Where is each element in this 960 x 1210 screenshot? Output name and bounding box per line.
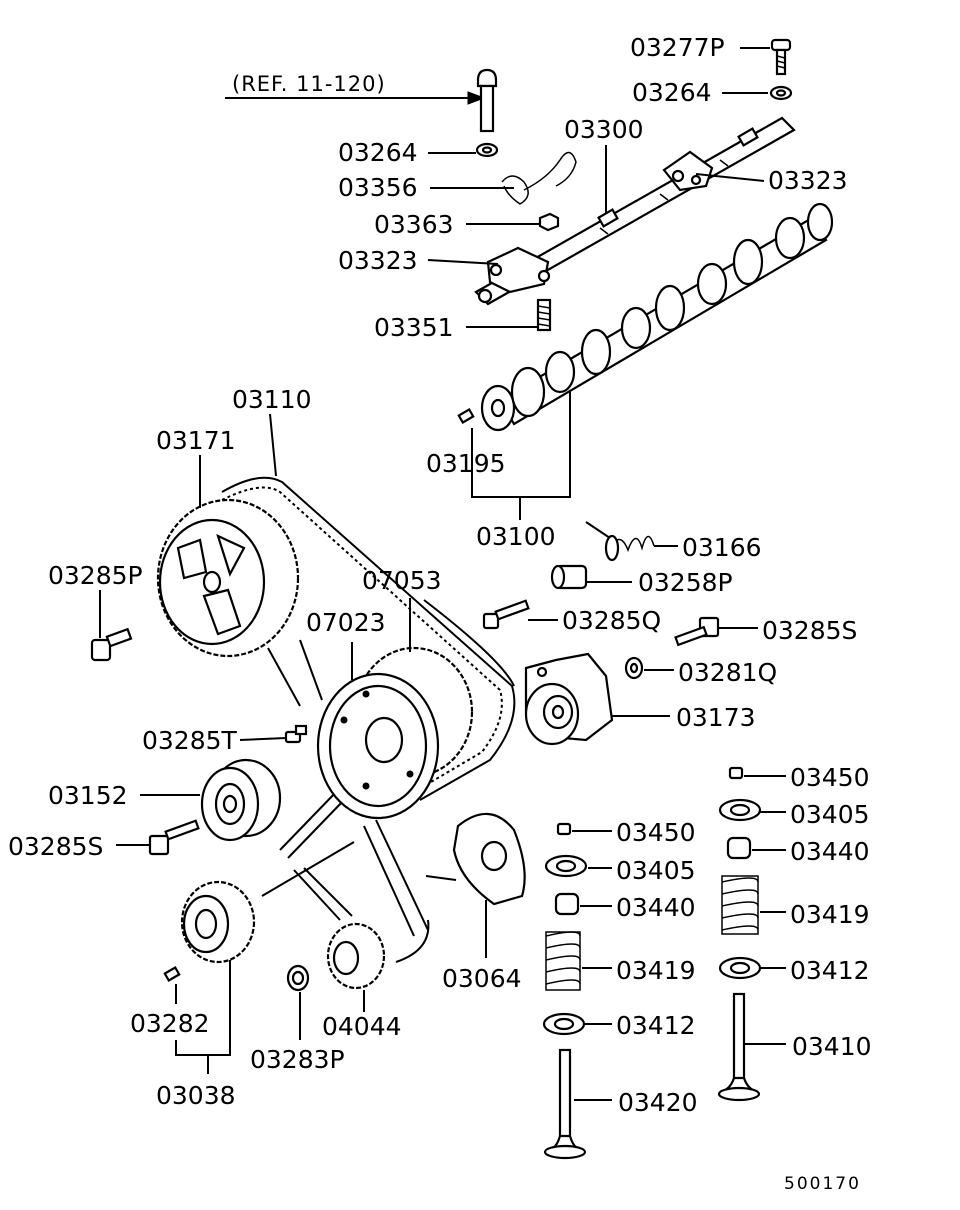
label-03419-left: 03419: [616, 956, 696, 985]
bolt-03285T-drawing: [284, 724, 308, 744]
label-03300: 03300: [564, 115, 644, 144]
label-03285Q: 03285Q: [562, 606, 661, 635]
label-03282: 03282: [130, 1009, 210, 1038]
label-03450-left: 03450: [616, 818, 696, 847]
leader-lines: [99, 47, 786, 1101]
label-03110: 03110: [232, 385, 312, 414]
label-03285S-right: 03285S: [762, 616, 857, 645]
bolt-03285P-drawing: [90, 627, 133, 662]
washer-03264-top-drawing: [769, 85, 793, 101]
bolt-03277P-drawing: [770, 38, 792, 76]
label-03285P: 03285P: [48, 561, 143, 590]
label-03100: 03100: [476, 522, 556, 551]
camshaft-sprocket-03171-drawing: [156, 498, 300, 658]
rocker-arm-03323-right-drawing: [662, 150, 714, 192]
bushing-03258P-drawing: [550, 564, 588, 590]
bolt-03285S-left-drawing: [148, 819, 200, 856]
label-03405-left: 03405: [616, 856, 696, 885]
reference-arrowhead: [467, 91, 486, 105]
label-03264-top: 03264: [632, 78, 712, 107]
valve-train-right-drawing: [717, 766, 762, 1102]
label-03420: 03420: [618, 1088, 698, 1117]
label-03323-left: 03323: [338, 246, 418, 275]
label-07023: 07023: [306, 608, 386, 637]
label-03258P: 03258P: [638, 568, 733, 597]
label-03283P: 03283P: [250, 1045, 345, 1074]
label-03440-left: 03440: [616, 893, 696, 922]
reference-note: (REF. 11-120): [232, 72, 386, 96]
screw-03351-drawing: [536, 298, 552, 332]
nut-03363-drawing: [538, 212, 560, 232]
label-03173: 03173: [676, 703, 756, 732]
spring-03166-drawing: [604, 534, 655, 562]
label-03064: 03064: [442, 964, 522, 993]
tensioner-03173-drawing: [524, 652, 614, 746]
label-03410: 03410: [792, 1032, 872, 1061]
label-03363: 03363: [374, 210, 454, 239]
label-03277P: 03277P: [630, 33, 725, 62]
bolt-03285Q-drawing: [482, 599, 530, 630]
label-03323-right: 03323: [768, 166, 848, 195]
label-03412-left: 03412: [616, 1011, 696, 1040]
label-03152: 03152: [48, 781, 128, 810]
valve-train-left-drawing: [542, 822, 588, 1160]
label-03171: 03171: [156, 426, 236, 455]
label-03166: 03166: [682, 533, 762, 562]
label-03264-left: 03264: [338, 138, 418, 167]
label-03356: 03356: [338, 173, 418, 202]
label-03285S-left: 03285S: [8, 832, 103, 861]
label-03038: 03038: [156, 1081, 236, 1110]
part-labels: 03277P 03264 03264 03300 03356 03323 033…: [8, 33, 872, 1117]
camshaft-03100-drawing: [480, 202, 834, 432]
label-03405-right: 03405: [790, 800, 870, 829]
timing-belt-03110-drawing: [221, 476, 516, 963]
label-03195: 03195: [426, 449, 506, 478]
key-03282-drawing: [163, 966, 181, 982]
pulley-07023-drawing: [316, 672, 440, 820]
bushing-03283P-drawing: [286, 964, 310, 992]
label-03450-right: 03450: [790, 763, 870, 792]
label-03351: 03351: [374, 313, 454, 342]
label-03440-right: 03440: [790, 837, 870, 866]
label-03285T: 03285T: [142, 726, 238, 755]
sprocket-04044-drawing: [326, 922, 386, 990]
diagram-code: 500170: [784, 1174, 861, 1194]
crank-sprocket-03038-drawing: [180, 880, 256, 964]
label-03281Q: 03281Q: [678, 658, 777, 687]
washer-03264-left-drawing: [475, 142, 499, 158]
label-03419-right: 03419: [790, 900, 870, 929]
pin-03195-drawing: [457, 408, 475, 424]
label-07053: 07053: [362, 566, 442, 595]
reference-bolt-drawing: [476, 68, 498, 133]
idler-pulley-03152-drawing: [200, 758, 282, 842]
bolt-03285S-right-drawing: [674, 616, 720, 647]
label-03412-right: 03412: [790, 956, 870, 985]
cover-plate-03064-drawing: [452, 812, 526, 906]
rocker-arm-03323-left-drawing: [486, 246, 551, 294]
washer-03281Q-drawing: [624, 656, 644, 680]
label-04044: 04044: [322, 1012, 402, 1041]
clip-03356-drawing: [501, 151, 577, 205]
